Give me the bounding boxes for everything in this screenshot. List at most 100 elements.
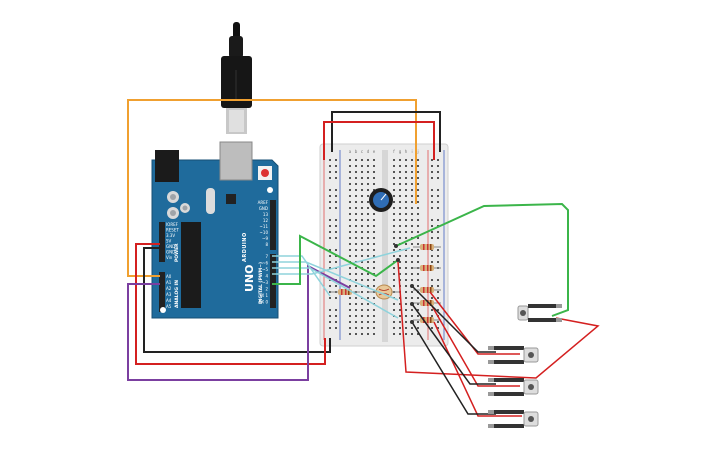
rail-hole[interactable] [335, 285, 337, 287]
breadboard-hole[interactable] [405, 285, 407, 287]
breadboard-hole[interactable] [417, 321, 419, 323]
breadboard-hole[interactable] [399, 237, 401, 239]
breadboard-hole[interactable] [399, 267, 401, 269]
breadboard-hole[interactable] [367, 327, 369, 329]
breadboard-hole[interactable] [405, 303, 407, 305]
breadboard-hole[interactable] [417, 279, 419, 281]
breadboard-hole[interactable] [373, 285, 375, 287]
rail-hole[interactable] [335, 177, 337, 179]
breadboard-hole[interactable] [405, 201, 407, 203]
breadboard-hole[interactable] [399, 255, 401, 257]
breadboard-hole[interactable] [355, 255, 357, 257]
breadboard-hole[interactable] [355, 249, 357, 251]
breadboard-hole[interactable] [405, 333, 407, 335]
breadboard-hole[interactable] [417, 255, 419, 257]
breadboard-hole[interactable] [355, 321, 357, 323]
breadboard-hole[interactable] [393, 309, 395, 311]
rail-hole[interactable] [329, 171, 331, 173]
rail-hole[interactable] [431, 285, 433, 287]
breadboard-hole[interactable] [405, 207, 407, 209]
rail-hole[interactable] [437, 171, 439, 173]
rail-hole[interactable] [335, 195, 337, 197]
breadboard-hole[interactable] [399, 195, 401, 197]
breadboard-hole[interactable] [393, 333, 395, 335]
rail-hole[interactable] [329, 321, 331, 323]
breadboard-hole[interactable] [393, 189, 395, 191]
breadboard-hole[interactable] [349, 213, 351, 215]
rail-hole[interactable] [329, 231, 331, 233]
breadboard-hole[interactable] [373, 315, 375, 317]
breadboard-hole[interactable] [361, 237, 363, 239]
rail-hole[interactable] [431, 297, 433, 299]
breadboard-hole[interactable] [373, 333, 375, 335]
breadboard-hole[interactable] [373, 237, 375, 239]
breadboard-hole[interactable] [411, 213, 413, 215]
breadboard-hole[interactable] [405, 297, 407, 299]
breadboard-hole[interactable] [405, 189, 407, 191]
usb-cable[interactable] [221, 22, 252, 134]
breadboard-hole[interactable] [405, 327, 407, 329]
breadboard-hole[interactable] [399, 261, 401, 263]
breadboard-hole[interactable] [373, 249, 375, 251]
breadboard-hole[interactable] [373, 231, 375, 233]
breadboard-hole[interactable] [405, 279, 407, 281]
wire-green-board[interactable] [272, 234, 399, 285]
breadboard-hole[interactable] [349, 285, 351, 287]
breadboard-hole[interactable] [361, 327, 363, 329]
breadboard-hole[interactable] [367, 213, 369, 215]
breadboard-hole[interactable] [393, 237, 395, 239]
rail-hole[interactable] [431, 165, 433, 167]
breadboard-hole[interactable] [405, 213, 407, 215]
breadboard-hole[interactable] [367, 189, 369, 191]
breadboard-hole[interactable] [393, 267, 395, 269]
breadboard-hole[interactable] [361, 171, 363, 173]
breadboard-hole[interactable] [393, 225, 395, 227]
wire-cyan[interactable] [272, 255, 331, 297]
rail-hole[interactable] [431, 237, 433, 239]
breadboard-hole[interactable] [405, 237, 407, 239]
breadboard-hole[interactable] [355, 231, 357, 233]
breadboard-hole[interactable] [417, 225, 419, 227]
breadboard-hole[interactable] [399, 177, 401, 179]
breadboard-hole[interactable] [355, 207, 357, 209]
breadboard-hole[interactable] [417, 231, 419, 233]
breadboard-hole[interactable] [373, 261, 375, 263]
breadboard-hole[interactable] [411, 171, 413, 173]
breadboard-hole[interactable] [405, 291, 407, 293]
breadboard-hole[interactable] [373, 243, 375, 245]
breadboard-hole[interactable] [393, 177, 395, 179]
rail-hole[interactable] [329, 327, 331, 329]
rail-hole[interactable] [431, 315, 433, 317]
wire-cyan[interactable] [272, 267, 399, 319]
breadboard-hole[interactable] [411, 225, 413, 227]
wire-red-button[interactable] [429, 291, 520, 355]
wire-black-button[interactable] [411, 285, 496, 353]
breadboard-hole[interactable] [399, 189, 401, 191]
rail-hole[interactable] [431, 261, 433, 263]
breadboard-hole[interactable] [373, 225, 375, 227]
breadboard-hole[interactable] [349, 297, 351, 299]
breadboard-hole[interactable] [361, 279, 363, 281]
wire-green-button[interactable] [395, 202, 569, 317]
breadboard-hole[interactable] [417, 183, 419, 185]
breadboard-hole[interactable] [367, 267, 369, 269]
breadboard-hole[interactable] [399, 165, 401, 167]
breadboard-hole[interactable] [417, 273, 419, 275]
breadboard-hole[interactable] [393, 219, 395, 221]
breadboard-hole[interactable] [405, 315, 407, 317]
rail-hole[interactable] [437, 159, 439, 161]
breadboard-hole[interactable] [355, 159, 357, 161]
breadboard-hole[interactable] [373, 309, 375, 311]
breadboard-hole[interactable] [349, 309, 351, 311]
breadboard-hole[interactable] [367, 159, 369, 161]
breadboard-hole[interactable] [361, 255, 363, 257]
breadboard-hole[interactable] [399, 321, 401, 323]
rail-hole[interactable] [329, 201, 331, 203]
breadboard-hole[interactable] [373, 267, 375, 269]
rail-hole[interactable] [329, 177, 331, 179]
breadboard-hole[interactable] [349, 315, 351, 317]
breadboard-hole[interactable] [411, 291, 413, 293]
breadboard-hole[interactable] [399, 159, 401, 161]
breadboard-hole[interactable] [417, 309, 419, 311]
rail-hole[interactable] [335, 201, 337, 203]
